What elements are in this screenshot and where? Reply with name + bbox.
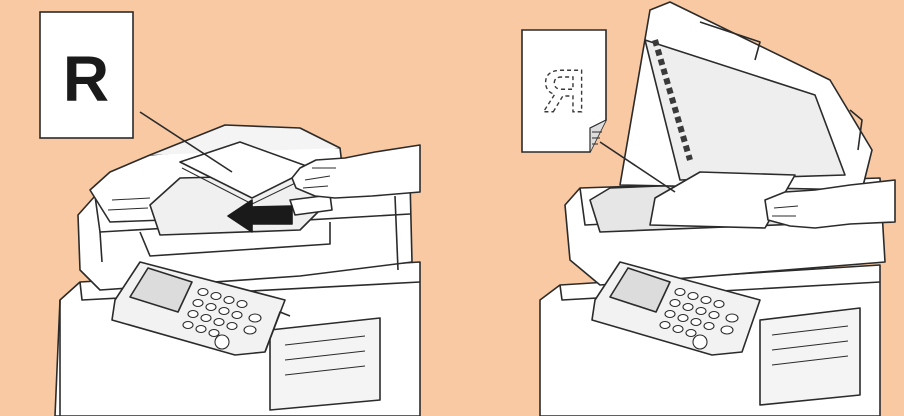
card-letter: R <box>63 43 109 115</box>
mirrored-document-card-icon: R <box>522 30 606 152</box>
document-card-icon: R <box>40 12 133 138</box>
mirrored-card-letter: R <box>542 58 585 125</box>
copier-drawer <box>270 318 380 410</box>
